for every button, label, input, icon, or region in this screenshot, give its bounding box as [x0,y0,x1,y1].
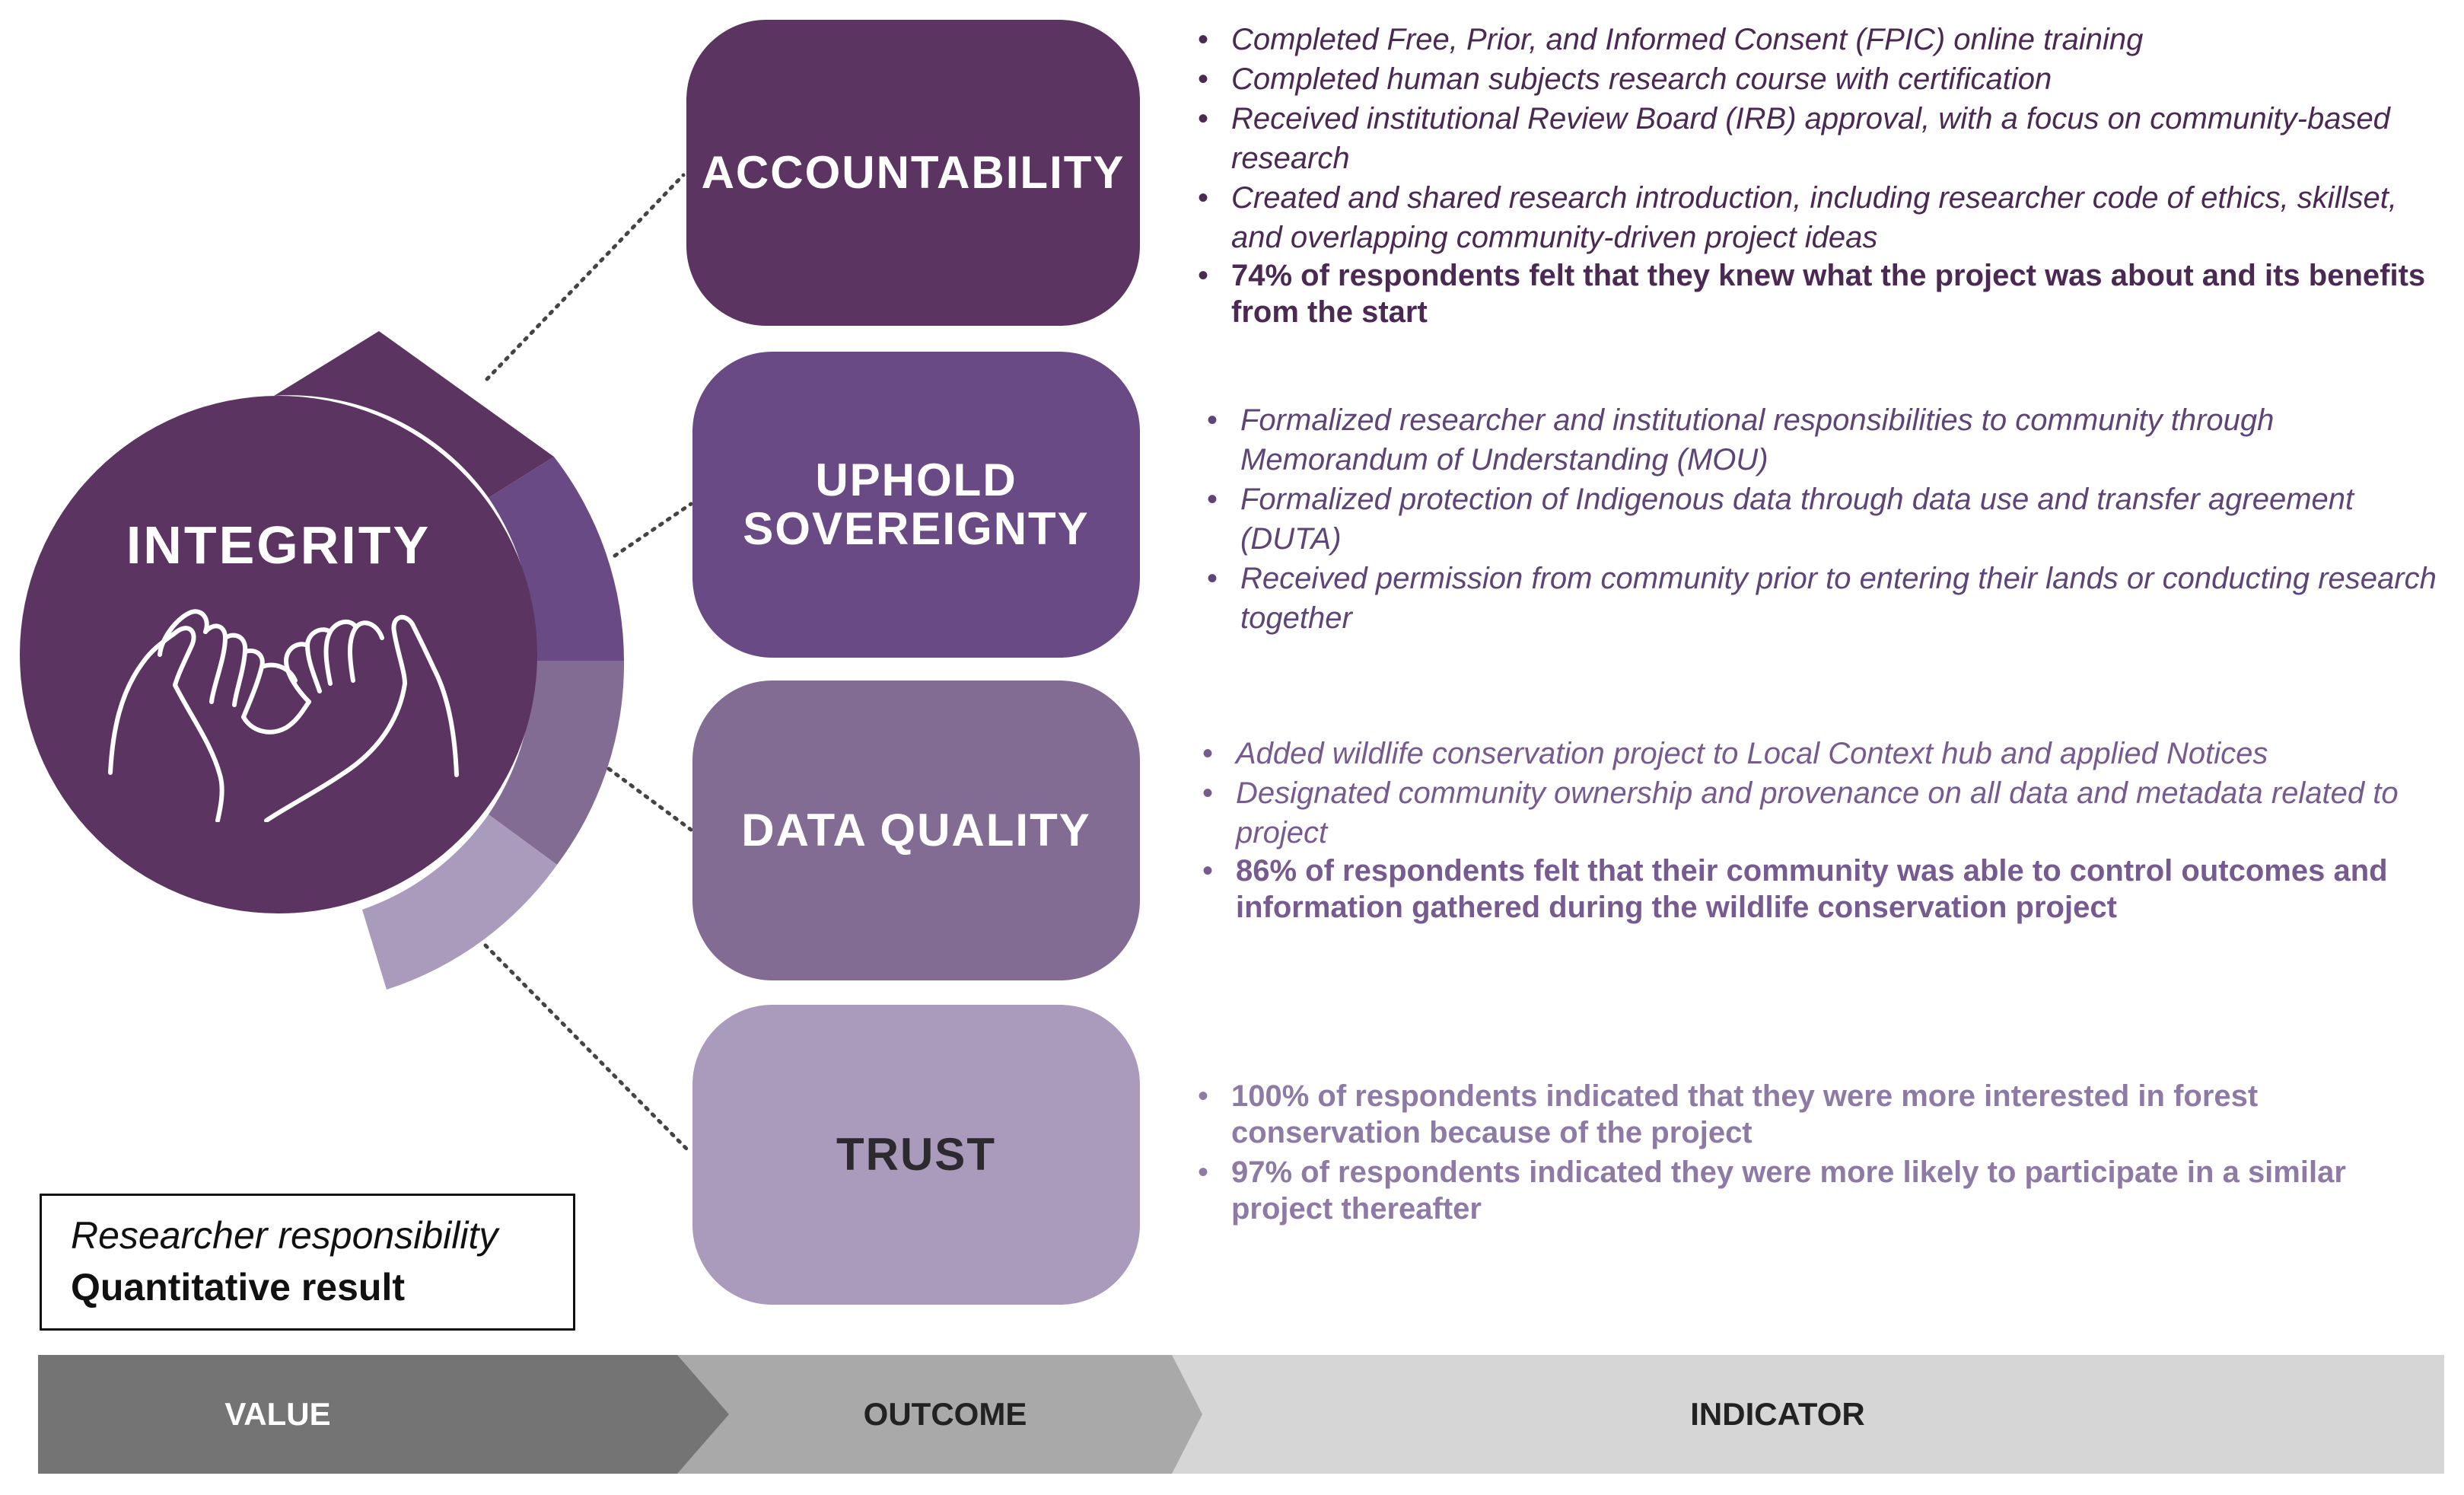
core-value-circle [20,396,537,913]
indicator-item: Formalized researcher and institutional … [1201,400,2440,480]
ring-segment-data-quality [489,661,625,865]
outcome-data-quality: DATA QUALITY [692,681,1140,980]
ring-segment-uphold-sovereignty [489,457,624,661]
footer-value-label: VALUE [224,1396,330,1432]
footer-value-segment [38,1355,729,1474]
outcome-accountability: ACCOUNTABILITY [686,20,1140,326]
connector-accountability [485,173,686,381]
outcome-trust: TRUST [692,1005,1140,1305]
indicator-item: Completed Free, Prior, and Informed Cons… [1192,20,2440,59]
indicator-list-trust: 100% of respondents indicated that they … [1192,1078,2409,1227]
indicator-list-uphold-sovereignty: Formalized researcher and institutional … [1201,400,2440,638]
footer-outcome-label: OUTCOME [864,1396,1027,1432]
footer-outcome-segment [677,1355,1202,1474]
indicator-item: Added wildlife conservation project to L… [1196,734,2444,773]
pinky-promise-hands-icon [108,609,459,822]
footer-indicator-label: INDICATOR [1690,1396,1864,1432]
legend-quantitative-label: Quantitative result [71,1266,405,1309]
ring-segment-trust [362,814,557,990]
indicator-item: 97% of respondents indicated they were m… [1192,1154,2409,1227]
core-value-label: INTEGRITY [126,515,431,575]
connector-uphold-sovereignty [613,502,693,558]
indicator-list-data-quality: Added wildlife conservation project to L… [1196,734,2444,926]
indicator-item: 86% of respondents felt that their commu… [1196,853,2444,926]
indicator-item: 100% of respondents indicated that they … [1192,1078,2409,1151]
indicator-item: Designated community ownership and prove… [1196,773,2444,853]
indicator-item: Formalized protection of Indigenous data… [1201,480,2440,559]
indicator-item: Created and shared research introduction… [1192,178,2440,257]
indicator-list-accountability: Completed Free, Prior, and Informed Cons… [1192,20,2440,330]
ring-segment-accountability [274,331,554,498]
indicator-item: Received institutional Review Board (IRB… [1192,99,2440,178]
legend-box: Researcher responsibility Quantitative r… [40,1194,575,1331]
indicator-item: Completed human subjects research course… [1192,59,2440,99]
connector-data-quality [606,767,693,832]
outcome-uphold-sovereignty: UPHOLD SOVEREIGNTY [692,352,1140,658]
connector-trust [483,943,693,1156]
indicator-item: Received permission from community prior… [1201,559,2440,638]
legend-responsibility-label: Researcher responsibility [71,1214,498,1257]
footer-indicator-segment [1172,1355,2444,1474]
indicator-item: 74% of respondents felt that they knew w… [1192,257,2440,330]
